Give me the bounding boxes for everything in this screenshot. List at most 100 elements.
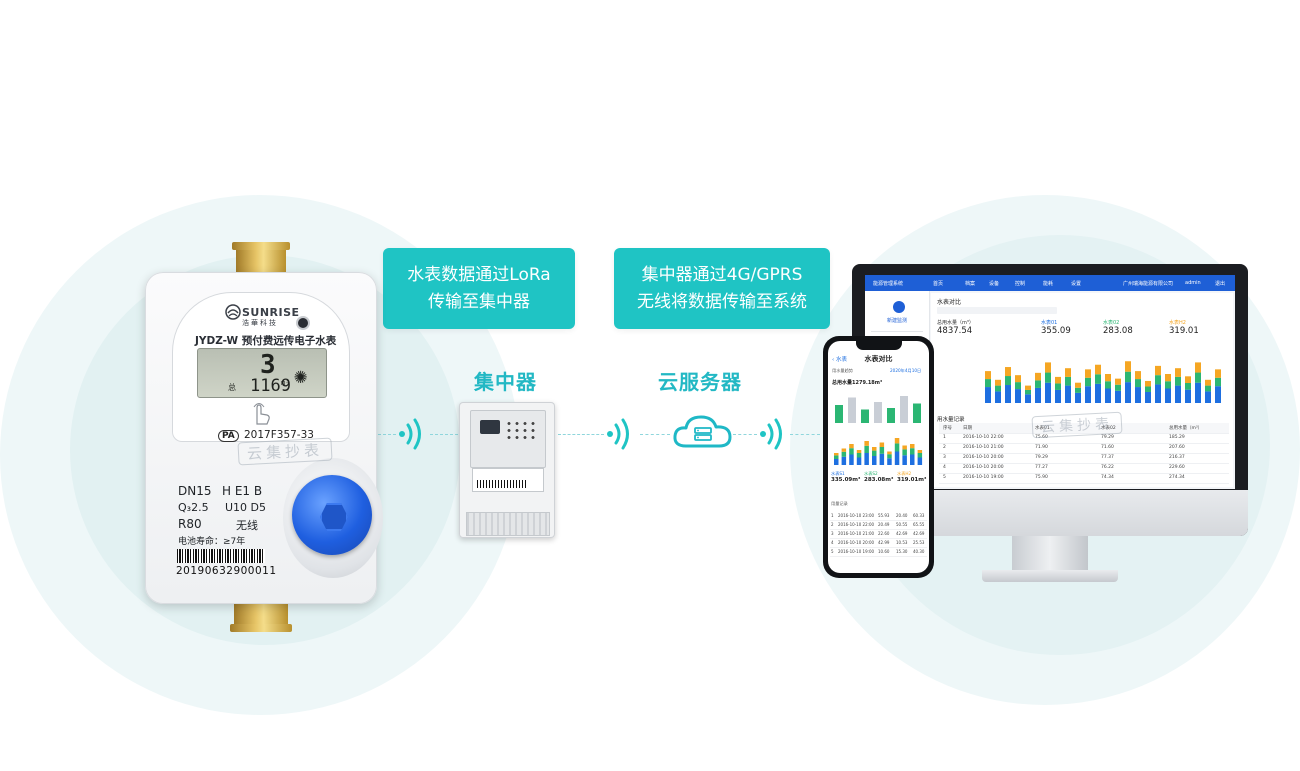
table-cell: 4 bbox=[943, 465, 946, 470]
phone-chart-bar bbox=[849, 448, 854, 455]
desktop-nav-settings[interactable]: 设置 bbox=[1071, 281, 1082, 287]
phone-chart-bar bbox=[841, 448, 847, 452]
phone-back-label: 水表 bbox=[835, 357, 847, 363]
phone-date-picker[interactable]: 2020年4月10日 bbox=[890, 368, 922, 373]
phone-chart-bar bbox=[872, 447, 877, 451]
desktop-nav-energy[interactable]: 能耗 bbox=[1043, 281, 1054, 287]
desktop-user[interactable]: admin bbox=[1185, 280, 1201, 286]
chart-bar-segment bbox=[995, 379, 1001, 386]
table-header-index: 序号 bbox=[943, 426, 952, 431]
desktop-nav-device[interactable]: 设备 bbox=[989, 281, 1000, 287]
watermark: 云集抄表 bbox=[1031, 411, 1123, 439]
phone-chart-bar bbox=[834, 459, 839, 465]
connector-dash bbox=[640, 434, 670, 435]
chart-bar-segment bbox=[1065, 368, 1071, 377]
sidebar-divider bbox=[871, 331, 923, 332]
table-row[interactable]: 4 2016-10-10 20:00 77.27 76.22 229.60 bbox=[939, 463, 1229, 474]
phone-bar-chart bbox=[835, 396, 921, 423]
phone-back-button[interactable]: ‹ 水表 bbox=[832, 357, 847, 363]
chart-bar-segment bbox=[1125, 382, 1131, 403]
table-cell: 71.60 bbox=[1101, 445, 1114, 450]
table-cell: 2016-10-10 20:00 bbox=[963, 455, 1004, 460]
chart-bar-segment bbox=[1215, 377, 1221, 387]
chart-bar-segment bbox=[1105, 374, 1111, 382]
list-item[interactable]: 1 2016-10-10 23:00 55.93 20.40 60.33 bbox=[830, 511, 927, 521]
table-cell: 1 bbox=[943, 435, 946, 440]
desktop-nav-home[interactable]: 首页 bbox=[933, 281, 944, 287]
table-cell: 5 bbox=[943, 475, 946, 480]
table-cell: 2 bbox=[943, 445, 946, 450]
meter-barcode bbox=[177, 549, 265, 563]
phone-chart-bar bbox=[894, 451, 900, 465]
list-item[interactable]: 4 2016-10-10 20:00 42.99 10.53 25.53 bbox=[830, 538, 927, 548]
chart-bar-segment bbox=[1075, 387, 1081, 393]
chart-bar-segment bbox=[1035, 387, 1041, 403]
table-row[interactable]: 1 2016-10-10 22:00 75.60 79.29 185.29 bbox=[939, 433, 1229, 444]
chart-bar-segment bbox=[1205, 391, 1211, 403]
chart-bar-segment bbox=[995, 391, 1001, 403]
table-row[interactable]: 2 2016-10-10 21:00 71.90 71.60 207.60 bbox=[939, 443, 1229, 454]
phone-reading-value-s1: 335.09m³ bbox=[831, 477, 861, 483]
watermark: 云集抄表 bbox=[237, 437, 333, 466]
table-row[interactable]: 5 2016-10-10 19:00 75.90 74.34 274.34 bbox=[939, 473, 1229, 484]
wireless-signal-icon bbox=[607, 418, 629, 450]
lcd-total-reading: 1169 bbox=[250, 376, 291, 396]
table-row[interactable]: 3 2016-10-10 20:00 79.29 77.37 216.37 bbox=[939, 453, 1229, 464]
meter-brand: SUNRISE bbox=[242, 306, 300, 319]
table-header-total: 总用水量（m³） bbox=[1169, 426, 1203, 431]
infrared-sensor bbox=[298, 318, 308, 328]
stat-value-total: 4837.54 bbox=[937, 326, 973, 336]
table-cell: 216.37 bbox=[1169, 455, 1185, 460]
list-cell: 40.30 bbox=[913, 549, 925, 554]
table-cell: 2016-10-10 22:00 bbox=[963, 435, 1004, 440]
phone-chart-bar bbox=[835, 405, 843, 423]
list-item[interactable]: 3 2016-10-10 21:00 22.60 42.69 42.69 bbox=[830, 529, 927, 539]
phone-chart-bar bbox=[887, 458, 892, 465]
monitor-stand-base bbox=[982, 570, 1118, 582]
list-cell: 2016-10-10 20:00 bbox=[838, 540, 875, 545]
meter-brand-cn: 浩華科技 bbox=[242, 319, 278, 327]
chart-bar-segment bbox=[1025, 385, 1031, 390]
table-cell: 75.60 bbox=[1035, 435, 1048, 440]
connector-dash bbox=[790, 434, 820, 435]
list-cell: 55.93 bbox=[878, 513, 890, 518]
chart-bar-segment bbox=[1095, 383, 1101, 403]
list-item[interactable]: 2 2016-10-10 22:00 20.49 50.55 65.55 bbox=[830, 520, 927, 530]
list-item[interactable]: 5 2016-10-10 19:00 10.60 15.30 40.30 bbox=[830, 547, 927, 557]
chart-bar-segment bbox=[1075, 392, 1081, 403]
concentrator-barcode bbox=[477, 480, 527, 488]
chart-bar-segment bbox=[1065, 385, 1071, 403]
phone-chart-bar bbox=[834, 453, 839, 456]
gprs-callout-line2: 无线将数据传输至系统 bbox=[637, 291, 807, 312]
spec-wireless: 无线 bbox=[236, 519, 258, 532]
list-cell: 2016-10-10 23:00 bbox=[838, 513, 875, 518]
chart-bar-segment bbox=[1165, 374, 1171, 382]
chart-bar-segment bbox=[1065, 376, 1071, 386]
phone-chart-bar bbox=[864, 445, 869, 453]
desktop-nav-archive[interactable]: 档案 bbox=[965, 281, 976, 287]
lcd-indicator-icon: ✺ bbox=[294, 364, 308, 389]
table-cell: 79.29 bbox=[1101, 435, 1114, 440]
chart-bar-segment bbox=[1045, 362, 1051, 373]
desktop-side-icon bbox=[893, 301, 905, 313]
table-cell: 3 bbox=[943, 455, 946, 460]
chart-bar-segment bbox=[1085, 386, 1091, 403]
table-cell: 274.34 bbox=[1169, 475, 1185, 480]
spec-r: R80 bbox=[178, 517, 202, 531]
list-cell: 1 bbox=[831, 513, 834, 518]
desktop-side-button[interactable]: 新建监测 bbox=[887, 318, 908, 324]
desktop-filter-bar[interactable] bbox=[937, 307, 1057, 314]
chart-bar-segment bbox=[1185, 382, 1191, 390]
chart-bar-segment bbox=[1055, 376, 1061, 384]
chart-bar-segment bbox=[1155, 365, 1161, 376]
table-cell: 76.22 bbox=[1101, 465, 1114, 470]
cloud-server-icon bbox=[673, 415, 732, 448]
chart-bar-segment bbox=[1085, 369, 1091, 378]
desktop-nav-control[interactable]: 控制 bbox=[1015, 281, 1026, 287]
phone-chart-bar bbox=[874, 402, 882, 423]
chart-bar-segment bbox=[1105, 388, 1111, 403]
phone-chart-bar bbox=[902, 455, 907, 465]
lcd-main-reading: 3 bbox=[260, 350, 276, 380]
desktop-logout[interactable]: 退出 bbox=[1215, 281, 1226, 287]
list-cell: 60.33 bbox=[913, 513, 925, 518]
